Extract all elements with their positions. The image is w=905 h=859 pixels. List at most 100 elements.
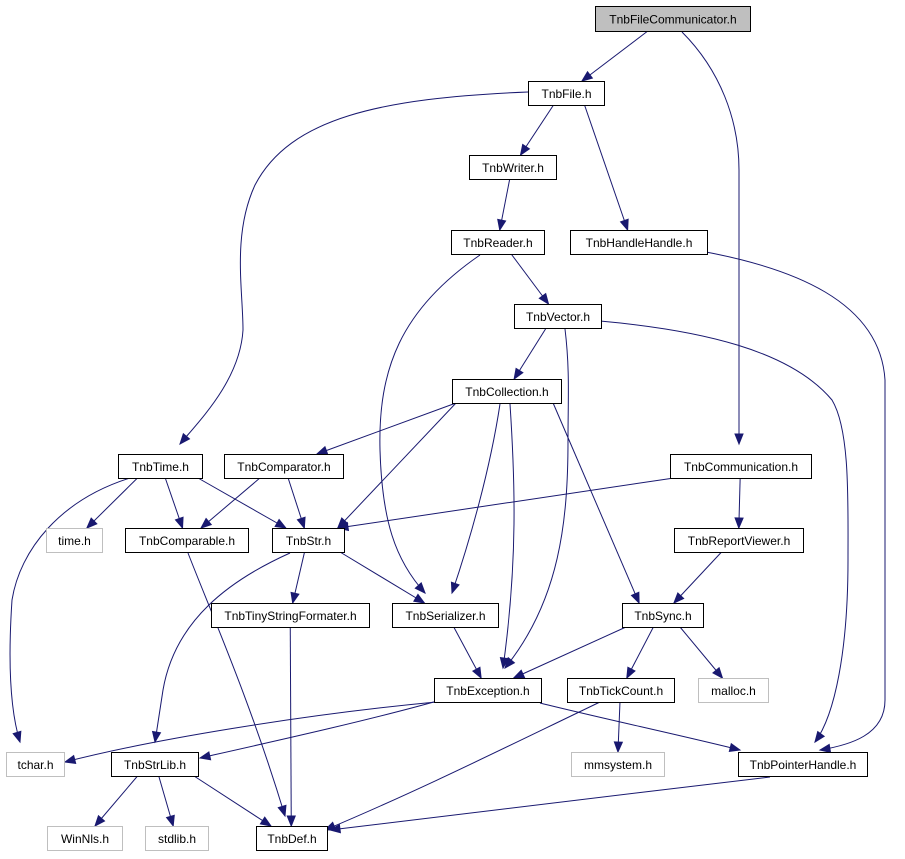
node-file-comm[interactable]: TnbFileCommunicator.h — [595, 6, 751, 32]
node-writer[interactable]: TnbWriter.h — [469, 155, 557, 180]
node-box — [514, 304, 602, 329]
edge-handlehandle-to-pointerhandle-arrowhead — [818, 743, 832, 753]
edge-pointerhandle-to-def-line — [329, 776, 771, 831]
edge-file-to-handlehandle-line — [584, 104, 629, 231]
edge-vector-to-pointerhandle-line — [599, 320, 849, 743]
edge-sync-to-exception — [512, 626, 627, 679]
node-box — [452, 379, 562, 404]
node-box — [46, 528, 103, 553]
edge-comparator-to-str — [287, 477, 306, 530]
edge-str-to-strlib — [151, 552, 291, 744]
edge-strlib-to-def-line — [193, 775, 272, 827]
edge-collection-to-sync-arrowhead — [630, 591, 640, 605]
edge-sync-to-malloc — [679, 626, 724, 680]
edge-time_h-to-comparable-arrowhead — [174, 516, 184, 530]
edge-handlehandle-to-pointerhandle — [705, 251, 886, 753]
edge-serializer-to-exception-arrowhead — [471, 666, 482, 680]
node-strlib[interactable]: TnbStrLib.h — [111, 752, 199, 777]
node-handlehandle[interactable]: TnbHandleHandle.h — [570, 230, 708, 255]
node-label: TnbReader.h — [463, 236, 532, 250]
node-box — [622, 603, 704, 628]
edge-comparator-to-comparable — [200, 477, 261, 529]
edge-vector-to-collection-arrowhead — [513, 367, 524, 381]
node-label: TnbTime.h — [132, 460, 189, 474]
node-file[interactable]: TnbFile.h — [528, 81, 605, 106]
node-reportviewer[interactable]: TnbReportViewer.h — [674, 528, 804, 553]
edge-file-to-writer-arrowhead — [519, 143, 531, 157]
node-label: TnbComparator.h — [237, 460, 330, 474]
edge-collection-to-serializer-arrowhead — [450, 581, 460, 595]
node-str[interactable]: TnbStr.h — [272, 528, 345, 553]
node-comparable[interactable]: TnbComparable.h — [125, 528, 249, 553]
edge-file_comm-to-communication — [681, 31, 744, 446]
edge-strlib-to-stdlib-arrowhead — [165, 814, 175, 828]
edge-reader-to-serializer-line — [379, 254, 481, 594]
edge-comparator-to-comparable-line — [200, 477, 261, 529]
edge-str-to-serializer — [339, 551, 426, 604]
edge-reader-to-serializer — [379, 254, 481, 594]
edge-pointerhandle-to-def-arrowhead — [328, 823, 342, 834]
edge-pointerhandle-to-def — [328, 776, 771, 834]
edge-serializer-to-exception — [453, 626, 482, 680]
node-box — [118, 454, 203, 479]
edge-tickcount-to-mmsystem — [613, 701, 624, 754]
edge-comparable-to-def — [187, 552, 287, 818]
edge-strlib-to-winnls-arrowhead — [94, 814, 106, 828]
edge-reportviewer-to-sync — [672, 551, 722, 604]
node-serializer[interactable]: TnbSerializer.h — [392, 603, 499, 628]
node-box — [674, 528, 804, 553]
node-label: TnbException.h — [446, 684, 529, 698]
node-collection[interactable]: TnbCollection.h — [452, 379, 562, 404]
edge-sync-to-malloc-line — [679, 626, 723, 679]
node-box — [111, 752, 199, 777]
edge-str-to-serializer-line — [339, 551, 425, 604]
edge-file_comm-to-file — [580, 30, 649, 82]
node-label: malloc.h — [711, 684, 756, 698]
node-label: TnbTickCount.h — [579, 684, 663, 698]
dependency-edges — [9, 30, 886, 834]
edge-tickcount-to-def-line — [324, 701, 601, 831]
edge-file-to-time_h-arrowhead — [179, 432, 191, 446]
edge-strlib-to-winnls — [94, 775, 138, 828]
edge-collection-to-sync-line — [552, 402, 640, 604]
edge-file-to-time_h-line — [179, 91, 529, 445]
node-sync[interactable]: TnbSync.h — [622, 603, 704, 628]
edge-writer-to-reader — [497, 178, 511, 232]
node-pointerhandle[interactable]: TnbPointerHandle.h — [738, 752, 868, 777]
node-communication[interactable]: TnbCommunication.h — [670, 454, 812, 479]
node-label: TnbTinyStringFormater.h — [224, 609, 356, 623]
edge-file_comm-to-communication-arrowhead — [734, 433, 744, 446]
node-vector[interactable]: TnbVector.h — [514, 304, 602, 329]
node-box — [571, 752, 665, 777]
node-label: TnbSerializer.h — [405, 609, 485, 623]
node-tickcount[interactable]: TnbTickCount.h — [567, 678, 675, 703]
edge-vector-to-pointerhandle — [599, 320, 849, 744]
node-stdlib: stdlib.h — [145, 826, 209, 851]
node-label: TnbFileCommunicator.h — [609, 13, 736, 27]
node-comparator[interactable]: TnbComparator.h — [224, 454, 344, 479]
node-reader[interactable]: TnbReader.h — [451, 230, 545, 255]
edge-vector-to-exception-line — [504, 328, 569, 669]
edge-time_h-to-sys_time-line — [86, 477, 138, 529]
edge-exception-to-pointerhandle-arrowhead — [728, 742, 742, 753]
node-exception[interactable]: TnbException.h — [434, 678, 542, 703]
edge-collection-to-sync — [552, 402, 640, 605]
node-label: TnbFile.h — [541, 87, 591, 101]
node-label: TnbCollection.h — [465, 385, 548, 399]
node-label: WinNls.h — [61, 832, 109, 846]
edge-file-to-writer — [519, 104, 554, 157]
node-tinyfmt[interactable]: TnbTinyStringFormater.h — [211, 603, 370, 628]
edge-reportviewer-to-sync-arrowhead — [672, 592, 685, 604]
edge-sync-to-tickcount-arrowhead — [626, 666, 636, 680]
edge-exception-to-strlib-arrowhead — [198, 751, 212, 761]
node-label: TnbDef.h — [267, 832, 316, 846]
edge-comparator-to-str-arrowhead — [296, 516, 306, 530]
node-time-h[interactable]: TnbTime.h — [118, 454, 203, 479]
node-box — [570, 230, 708, 255]
node-def[interactable]: TnbDef.h — [256, 826, 328, 851]
edge-communication-to-str-line — [337, 477, 675, 529]
edge-exception-to-strlib — [198, 699, 442, 761]
edge-writer-to-reader-arrowhead — [497, 218, 507, 232]
node-box — [451, 230, 545, 255]
